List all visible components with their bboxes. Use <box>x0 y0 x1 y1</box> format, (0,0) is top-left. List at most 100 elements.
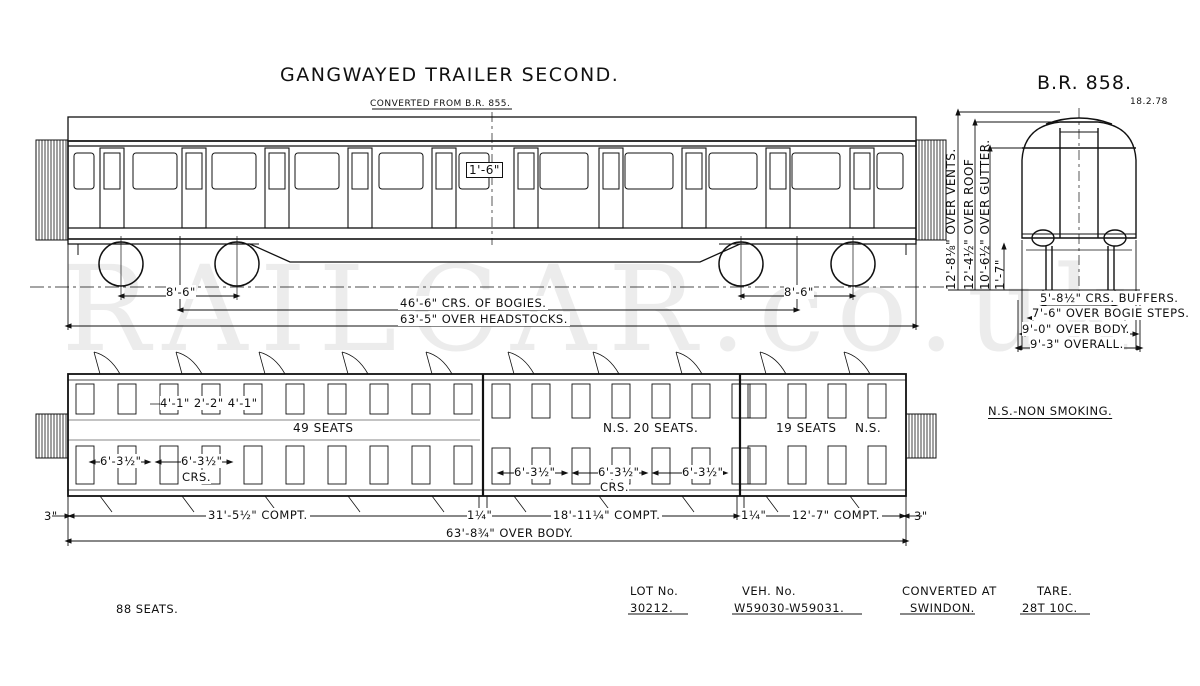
seat <box>411 383 431 415</box>
side-door <box>849 147 875 229</box>
seat <box>651 383 671 419</box>
partition-1-label: 1¼" <box>467 508 493 522</box>
crs-right-label: 6'-3½" <box>682 465 724 479</box>
crs-mid-a-label: 6'-3½" <box>514 465 556 479</box>
seat <box>827 445 847 485</box>
crs-mid-b-label: 6'-3½" <box>598 465 640 479</box>
crs-left-a-label: 6'-3½" <box>100 454 142 468</box>
crs-left-b-label: 6'-3½" <box>181 454 223 468</box>
side-gangway-left <box>35 139 69 241</box>
seat <box>691 383 711 419</box>
crs-left-label: CRS. <box>182 470 211 484</box>
door-swing-top <box>675 351 703 375</box>
seat <box>159 445 179 485</box>
side-window <box>73 152 95 190</box>
door-swing-bottom <box>347 495 361 513</box>
end-right-label: 3" <box>914 509 928 523</box>
side-door <box>99 147 125 229</box>
seat <box>327 383 347 415</box>
end-over-body-label: 9'-0" OVER BODY. <box>1022 322 1130 336</box>
window-height-label: 1'-6" <box>466 162 503 178</box>
seat <box>491 383 511 419</box>
seat <box>327 445 347 485</box>
diagram-number: B.R. 858. <box>1037 72 1132 94</box>
seat <box>243 445 263 485</box>
door-swing-bottom <box>181 495 195 513</box>
seat <box>75 383 95 415</box>
side-window <box>294 152 340 190</box>
over-vents-label: 12'-8⅛" OVER VENTS. <box>944 148 958 290</box>
end-elevation <box>1021 108 1137 300</box>
ns-20-seats-label: N.S. 20 SEATS. <box>600 421 702 435</box>
seat <box>731 447 751 485</box>
door-swing-top <box>592 351 620 375</box>
side-window <box>132 152 178 190</box>
seat <box>747 383 767 419</box>
end-left-label: 3" <box>44 509 58 523</box>
door-swing-top <box>843 351 871 375</box>
door-swing-top <box>258 351 286 375</box>
seat <box>571 447 591 485</box>
wheelbase-left-label: 8'-6" <box>166 285 196 299</box>
seat <box>453 383 473 415</box>
door-droplight <box>103 152 121 190</box>
bogie-wheels <box>98 236 876 300</box>
lot-label: LOT No. <box>630 584 679 598</box>
seat <box>411 445 431 485</box>
side-window <box>708 152 758 190</box>
door-swing-bottom <box>513 495 527 513</box>
compt-1-label: 31'-5½" COMPT. <box>206 508 310 522</box>
seat <box>611 383 631 419</box>
door-droplight <box>685 152 703 190</box>
compt-2-label: 18'-11¼" COMPT. <box>551 508 663 522</box>
door-swing-bottom <box>765 495 779 513</box>
buffer-right <box>1103 229 1127 247</box>
over-roof-label: 12'-4½" OVER ROOF <box>962 158 976 290</box>
side-window <box>624 152 674 190</box>
door-swing-top <box>93 351 121 375</box>
plan-view <box>35 351 937 513</box>
seat <box>453 445 473 485</box>
plan-gangway-left <box>35 413 69 459</box>
door-swing-top <box>425 351 453 375</box>
buffer-left <box>1031 229 1055 247</box>
converted-label: CONVERTED AT <box>902 584 997 598</box>
side-window <box>876 152 904 190</box>
door-swing-bottom <box>99 495 113 513</box>
side-door <box>181 147 207 229</box>
footer-underlines <box>372 108 1090 615</box>
compartment-widths-label: 4'-1" 2'-2" 4'-1" <box>160 396 258 410</box>
bogie-steps-label: 7'-6" OVER BOGIE STEPS. <box>1032 306 1190 320</box>
seat <box>867 383 887 419</box>
end-profile <box>1021 121 1137 239</box>
door-droplight <box>602 152 620 190</box>
compt-3-label: 12'-7" COMPT. <box>790 508 882 522</box>
ns-label: N.S. <box>852 421 885 435</box>
door-droplight <box>185 152 203 190</box>
side-window <box>211 152 257 190</box>
seat <box>531 383 551 419</box>
buffers-label: 5'-8½" CRS. BUFFERS. <box>1040 291 1179 305</box>
wheelbase-right-label: 8'-6" <box>784 285 814 299</box>
door-droplight <box>853 152 871 190</box>
headstocks-label: 63'-5" OVER HEADSTOCKS. <box>398 312 570 326</box>
overall-label: 9'-3" OVERALL. <box>1030 337 1124 351</box>
door-swing-top <box>341 351 369 375</box>
partition-2-label: 1¼" <box>741 508 767 522</box>
plan-over-body-label: 63'-8¾" OVER BODY. <box>444 526 576 540</box>
veh-value: W59030-W59031. <box>734 601 845 615</box>
diagram-subtitle: CONVERTED FROM B.R. 855. <box>370 99 511 109</box>
seat <box>369 445 389 485</box>
seat <box>827 383 847 419</box>
door-swing-top <box>175 351 203 375</box>
door-droplight <box>435 152 453 190</box>
seat <box>571 383 591 419</box>
door-swing-top <box>507 351 535 375</box>
seat <box>731 383 751 419</box>
floor-height-label: 1'-7" <box>993 259 1007 290</box>
side-window <box>378 152 424 190</box>
door-droplight <box>351 152 369 190</box>
side-door <box>598 147 624 229</box>
door-droplight <box>517 152 535 190</box>
